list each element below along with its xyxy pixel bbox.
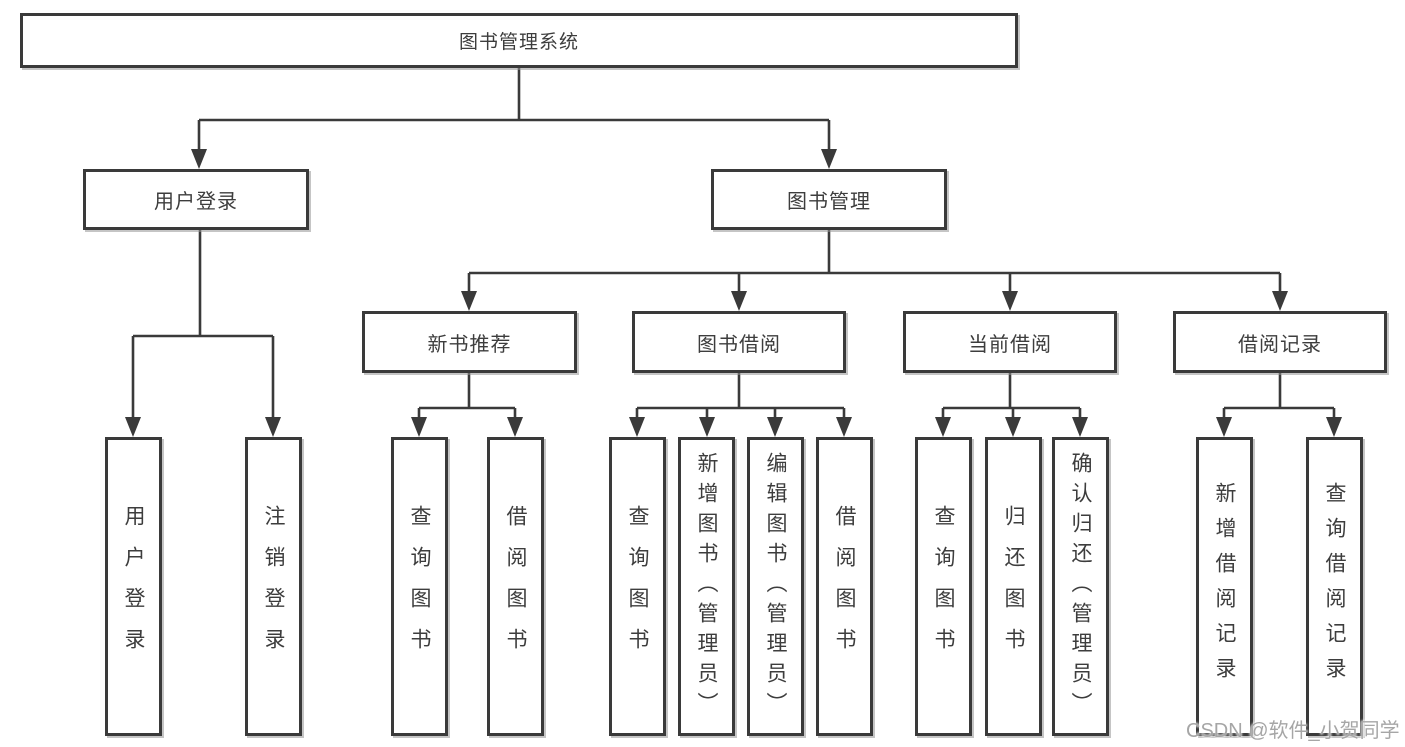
leaf-user-login: 用户登录 [105, 437, 162, 736]
leaf-add-borrow-record: 新增借阅记录 [1196, 437, 1253, 736]
leaf-confirm-return-admin: 确认归还（管理员） [1052, 437, 1109, 736]
node-new-book-recommendation: 新书推荐 [362, 311, 577, 373]
leaf-borrow-books-recommend: 借阅图书 [487, 437, 544, 736]
node-book-management: 图书管理 [711, 169, 947, 230]
node-root-library-system: 图书管理系统 [20, 13, 1018, 68]
leaf-logout: 注销登录 [245, 437, 302, 736]
leaf-query-borrow-record: 查询借阅记录 [1306, 437, 1363, 736]
csdn-watermark: CSDN @软件_小贺同学 [1186, 720, 1400, 742]
connector-lines [131, 68, 1336, 420]
leaf-edit-books-admin: 编辑图书（管理员） [747, 437, 804, 736]
node-book-borrowing: 图书借阅 [632, 311, 846, 373]
leaf-return-books: 归还图书 [985, 437, 1042, 736]
node-current-borrowing: 当前借阅 [903, 311, 1117, 373]
node-user-login: 用户登录 [83, 169, 309, 230]
arrowheads [125, 149, 1342, 437]
node-borrowing-records: 借阅记录 [1173, 311, 1387, 373]
leaf-query-books-current: 查询图书 [915, 437, 972, 736]
leaf-borrow-books-borrowing: 借阅图书 [816, 437, 873, 736]
leaf-query-books-recommend: 查询图书 [391, 437, 448, 736]
leaf-query-books-borrowing: 查询图书 [609, 437, 666, 736]
leaf-add-books-admin: 新增图书（管理员） [678, 437, 735, 736]
